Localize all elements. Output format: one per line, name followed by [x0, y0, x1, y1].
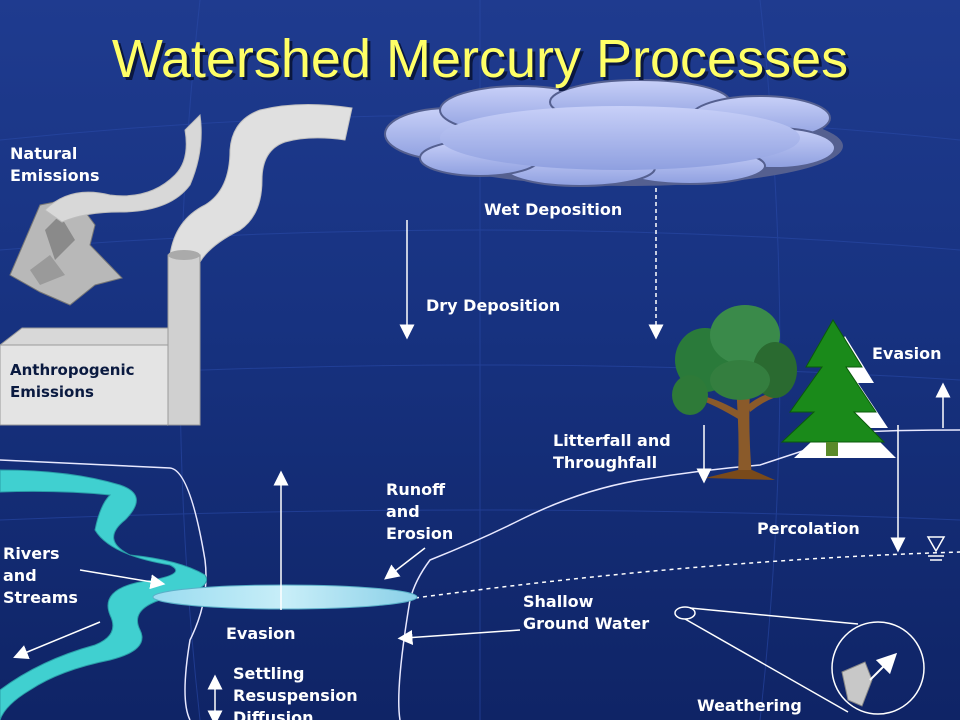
natural-emissions-label: Natural Emissions	[10, 144, 100, 185]
litterfall-label: Litterfall and Throughfall	[553, 431, 671, 472]
shallow-groundwater-label: Shallow Ground Water	[523, 592, 650, 633]
water-table-line	[414, 551, 960, 599]
rivers-arrow	[79, 569, 166, 590]
factory-icon	[0, 250, 201, 426]
dry-deposition-label: Dry Deposition	[426, 296, 561, 315]
runoff-label: Runoff and Erosion	[386, 480, 454, 543]
percolation-label: Percolation	[757, 519, 860, 538]
runoff-arrow	[384, 547, 426, 580]
deciduous-tree-icon	[672, 305, 797, 480]
evasion-right-label: Evasion	[872, 344, 942, 363]
evergreen-tree-icon	[780, 319, 896, 458]
weathering-rock-icon	[674, 606, 925, 715]
volcano-icon	[9, 197, 123, 306]
process-arrows	[13, 188, 951, 720]
cloud-icon	[384, 79, 843, 187]
lake-evasion-label: Evasion	[226, 624, 296, 643]
groundwater-arrow	[397, 629, 521, 645]
settling-label: Settling Resuspension Diffusion	[233, 664, 358, 720]
anthropogenic-emissions-label: Anthropogenic Emissions	[10, 361, 135, 401]
weathering-label: Weathering	[697, 696, 802, 715]
page-title: Watershed Mercury Processes	[111, 29, 849, 89]
rivers-label: Rivers and Streams	[3, 544, 78, 607]
wet-deposition-label: Wet Deposition	[484, 200, 623, 219]
volcanic-plume-icon	[44, 113, 202, 223]
lake-icon	[152, 584, 418, 610]
water-table-symbol	[926, 536, 946, 561]
river-outflow-arrow	[13, 621, 101, 660]
smokestack-plume-icon	[169, 103, 353, 263]
